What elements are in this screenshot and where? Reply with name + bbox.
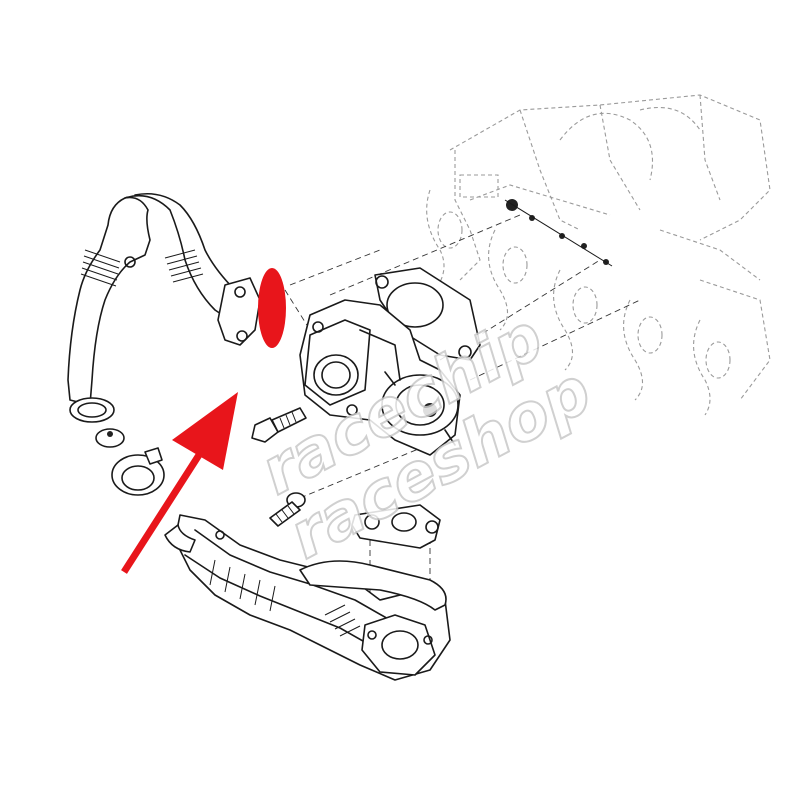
pointer-arrow [121,392,238,574]
highlighted-gasket-seal [258,268,286,348]
pipe-bellows-left [80,249,121,287]
cooler-gasket-plate [351,504,441,549]
egr-cooler [164,514,451,681]
pipe-bellows-right [164,249,204,283]
mounting-bolt-lower [269,492,306,527]
manifold-studs [504,199,613,267]
small-gasket [95,428,125,448]
pipe-seal-ring [69,397,115,423]
egr-valve-body [299,299,461,456]
engine-manifold-ghost [426,94,771,416]
hose-clamp [111,447,165,496]
mounting-bolt-upper [251,407,307,443]
egr-pipe [67,192,261,406]
